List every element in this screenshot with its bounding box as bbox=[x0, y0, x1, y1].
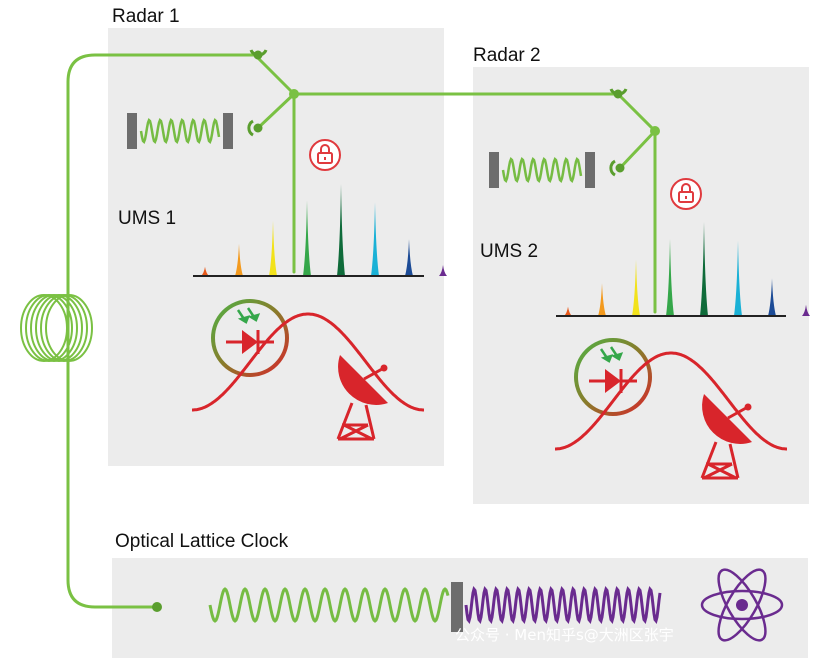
fiber-connector-icon bbox=[249, 49, 268, 60]
fiber-coil-loop bbox=[40, 294, 88, 362]
fiber-connector-icon bbox=[247, 119, 263, 137]
fiber-connector-icon bbox=[609, 159, 625, 177]
radar2-label: Radar 2 bbox=[473, 45, 541, 66]
radar-dish-icon bbox=[700, 394, 752, 480]
fiber-coil-loop bbox=[35, 294, 83, 362]
comb-tooth bbox=[201, 266, 209, 276]
frequency-comb-ums2 bbox=[564, 222, 810, 316]
comb-tooth bbox=[734, 240, 742, 316]
cavity-radar1 bbox=[127, 113, 233, 149]
rf-signal-wave bbox=[555, 351, 787, 451]
comb-tooth bbox=[235, 243, 243, 276]
fiber-radar2-branch-top bbox=[616, 92, 657, 133]
radar1-panel bbox=[108, 28, 444, 466]
ums2-label: UMS 2 bbox=[480, 241, 538, 262]
comb-tooth bbox=[768, 278, 776, 316]
fiber-coil-icon bbox=[20, 294, 93, 362]
fiber-coil-loop bbox=[30, 294, 78, 362]
lock-icon bbox=[670, 178, 702, 210]
comb-tooth bbox=[303, 200, 311, 276]
fiber-radar1-branch-top bbox=[256, 56, 296, 96]
fiber-end-dot bbox=[152, 602, 162, 612]
junction-dot bbox=[289, 89, 299, 99]
fiber-coil-loop bbox=[45, 294, 93, 362]
radar1-label: Radar 1 bbox=[112, 6, 180, 27]
clock-cavity-mirror bbox=[451, 582, 463, 632]
comb-tooth bbox=[598, 283, 606, 316]
fiber-network bbox=[66, 53, 657, 609]
photodiode-icon bbox=[574, 338, 652, 416]
comb-tooth bbox=[564, 306, 572, 316]
radar2-panel bbox=[473, 67, 809, 504]
comb-tooth bbox=[700, 222, 708, 316]
ums1-label: UMS 1 bbox=[118, 208, 176, 229]
clock-laser-purple-wave bbox=[464, 586, 662, 624]
comb-tooth bbox=[802, 304, 810, 316]
watermark-text: 公众号 · Men知乎s@大洲区张宇 bbox=[455, 626, 674, 644]
comb-tooth bbox=[666, 238, 674, 316]
comb-tooth bbox=[371, 202, 379, 276]
comb-tooth bbox=[337, 184, 345, 276]
junction-dot bbox=[650, 126, 660, 136]
cavity-radar2 bbox=[489, 152, 595, 188]
fiber-main-loop bbox=[66, 53, 260, 609]
clock-label: Optical Lattice Clock bbox=[115, 531, 289, 552]
comb-tooth bbox=[439, 264, 447, 276]
fiber-coil-loop bbox=[20, 294, 68, 362]
comb-tooth bbox=[632, 259, 640, 316]
fiber-radar1-branch-bottom bbox=[256, 92, 296, 130]
comb-tooth bbox=[405, 239, 413, 276]
lock-icon bbox=[309, 139, 341, 171]
fiber-coil-loop bbox=[25, 294, 73, 362]
rf-signal-wave bbox=[192, 312, 424, 412]
atom-icon bbox=[700, 568, 784, 642]
cavity-laser-wave bbox=[139, 117, 221, 145]
comb-tooth bbox=[269, 220, 277, 276]
clock-laser-green-wave bbox=[208, 587, 450, 623]
fiber-connector-icon bbox=[609, 88, 628, 99]
fiber-radar2-branch-bottom bbox=[618, 129, 657, 170]
radar-dish-icon bbox=[336, 355, 388, 441]
frequency-comb-ums1 bbox=[201, 184, 447, 276]
cavity-laser-wave bbox=[501, 156, 583, 184]
